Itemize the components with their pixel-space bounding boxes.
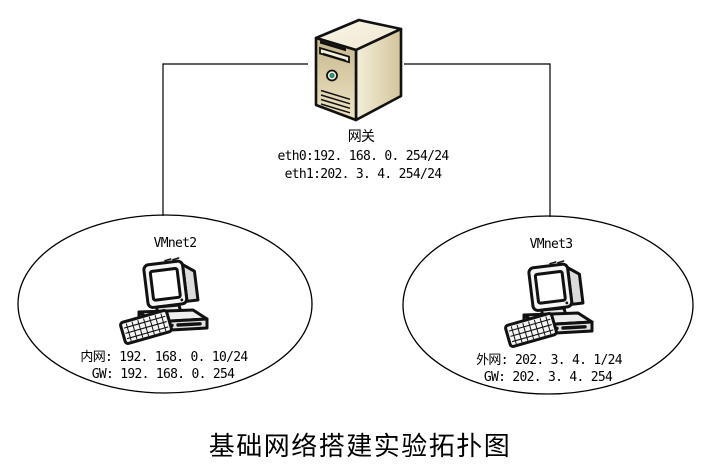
vmnet3-name: VMnet3: [529, 237, 573, 252]
gateway-server-icon: [314, 18, 403, 122]
gateway-eth1-address: eth1:202. 3. 4. 254/24: [284, 167, 442, 182]
vmnet2-host-computer-icon: [112, 254, 212, 350]
server-front-details: [319, 40, 351, 114]
vmnet2-name: VMnet2: [153, 236, 197, 251]
vmnet3-gateway-address: GW: 202. 3. 4. 254: [483, 370, 613, 385]
vmnet3-boundary-ellipse: [402, 215, 694, 395]
vmnet2-gateway-address: GW: 192. 168. 0. 254: [91, 367, 235, 382]
vmnet2-host-address: 内网: 192. 168. 0. 10/24: [80, 350, 248, 365]
gateway-label: 网关: [347, 129, 375, 145]
vmnet3-host-address: 外网: 202. 3. 4. 1/24: [476, 353, 622, 368]
server-vent-grill: [320, 89, 351, 114]
diagram-title: 基础网络搭建实验拓扑图: [208, 432, 512, 461]
vmnet2-boundary-ellipse: [17, 214, 313, 394]
vmnet3-host-computer-icon: [497, 257, 597, 353]
gateway-eth0-address: eth0:192. 168. 0. 254/24: [277, 149, 449, 164]
